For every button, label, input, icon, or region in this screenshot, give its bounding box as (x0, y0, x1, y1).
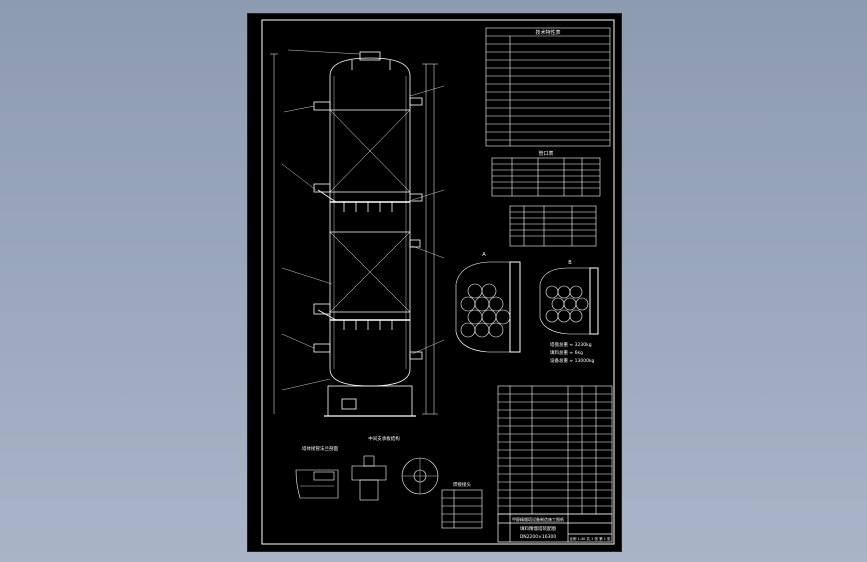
detail-b-label: B (568, 260, 572, 266)
title-drawing-code: DN2200×16300 (520, 534, 557, 540)
nozzle-table-heading: 管口表 (538, 150, 553, 157)
nozzle-table (491, 157, 601, 197)
detail-a-view (455, 261, 521, 353)
drawing-sheet: 技术特性表 管口表 A (247, 13, 622, 552)
tech-table-heading: 技术特性表 (535, 29, 560, 36)
tower-main-view (270, 49, 445, 417)
title-block (497, 513, 613, 543)
detail-b-view (539, 267, 599, 335)
title-scale-line: 比例 1:40 共 1 张 第 1 张 (569, 536, 611, 541)
parts-list-table (497, 385, 613, 515)
note-line-3: 设备总重 ≈ 13000kg (550, 357, 595, 364)
detail-mid-heading: 中间支承板结构 (368, 435, 400, 442)
drawing-frame (261, 19, 615, 545)
detail-left-heading: 塔体接管法兰剖面 (302, 445, 338, 452)
detail-mid-view (351, 455, 439, 501)
note-line-1: 塔盘总重 ≈ 3230kg (550, 341, 592, 348)
tech-spec-table (485, 27, 611, 147)
weld-table (441, 489, 483, 529)
detail-left-view (295, 469, 339, 499)
note-line-2: 填料总重 ≈ 6kg (550, 349, 583, 356)
title-drawing-name: 填料精馏塔装配图 (520, 525, 556, 532)
flange-table (509, 205, 597, 247)
title-project-line: 甲醇精馏塔设备制造施工图纸 (512, 516, 564, 522)
detail-a-label: A (482, 252, 486, 258)
cad-drawing: 技术特性表 管口表 A (261, 19, 615, 545)
weld-table-heading: 焊接接头 (453, 481, 471, 488)
